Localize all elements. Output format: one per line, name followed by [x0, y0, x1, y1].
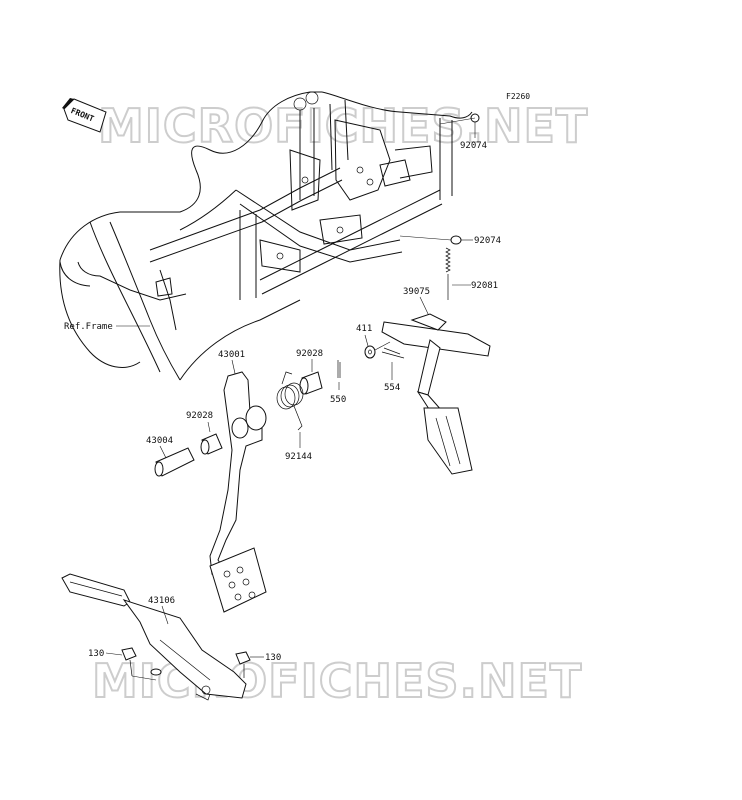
part-130-right[interactable]: 130 [235, 651, 281, 678]
label-130-left: 130 [88, 649, 104, 659]
ref-frame-drawing [59, 91, 473, 381]
label-43106: 43106 [148, 596, 175, 606]
label-39075: 39075 [403, 287, 430, 297]
part-43106-lever[interactable]: 43106 [61, 573, 247, 701]
part-130-left[interactable]: 130 [88, 647, 162, 681]
label-43004: 43004 [146, 436, 173, 446]
part-92074-mid[interactable]: 92074 [399, 235, 501, 246]
part-39075-pedal[interactable]: 39075 [381, 287, 491, 475]
part-92028-left[interactable]: 92028 [186, 411, 223, 455]
label-130-right: 130 [265, 653, 281, 663]
label-92028-left: 92028 [186, 411, 213, 421]
label-43001: 43001 [218, 350, 245, 360]
part-43001-pedal[interactable]: 43001 [209, 350, 267, 613]
label-554: 554 [384, 383, 400, 393]
diagram-code: F2260 [506, 92, 530, 101]
part-550-pin[interactable]: 550 [330, 360, 346, 405]
front-arrow-icon: FRONT [62, 98, 107, 133]
label-92144: 92144 [285, 452, 312, 462]
part-43004-shaft[interactable]: 43004 [146, 436, 195, 477]
ref-frame-label: Ref.Frame [64, 322, 113, 332]
part-92144-spring[interactable]: 92144 [276, 371, 312, 462]
label-411: 411 [356, 324, 372, 334]
label-550: 550 [330, 395, 346, 405]
label-92074-mid: 92074 [474, 236, 501, 246]
label-92074-top: 92074 [460, 141, 487, 151]
part-554-pin[interactable]: 554 [381, 347, 405, 393]
part-411-washer[interactable]: 411 [356, 324, 391, 359]
part-92074-top[interactable]: 92074 [439, 113, 487, 151]
label-92028-top: 92028 [296, 349, 323, 359]
watermark-bottom: MICROFICHES.NET [92, 654, 582, 708]
part-92028-top[interactable]: 92028 [296, 349, 323, 395]
watermark-top: MICROFICHES.NET [98, 99, 588, 153]
label-92081: 92081 [471, 281, 498, 291]
part-92081-spring[interactable]: 92081 [445, 247, 498, 300]
